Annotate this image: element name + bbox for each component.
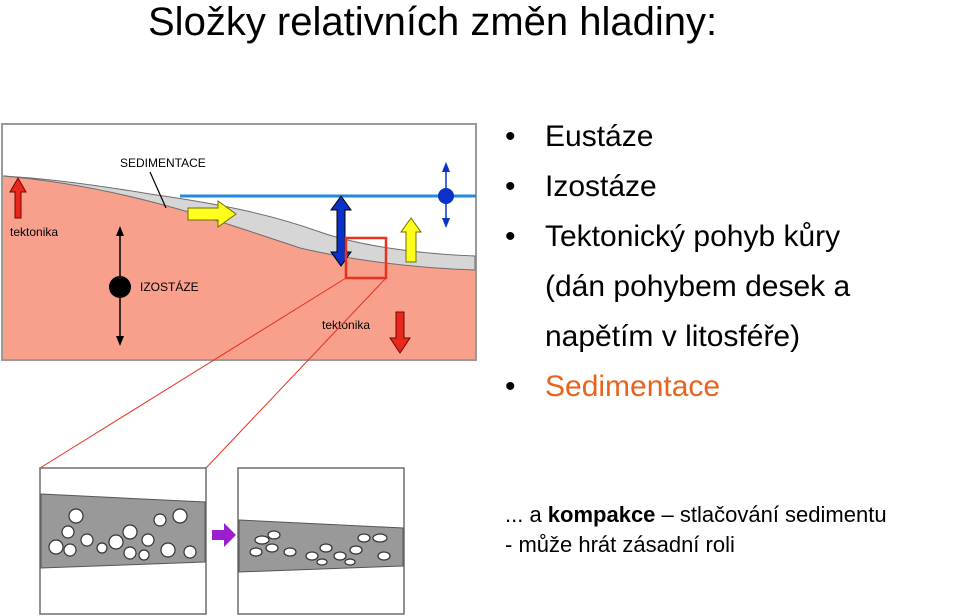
eustaze-ball-icon (438, 188, 454, 204)
red-down-arrow-icon (389, 311, 411, 354)
label-tektonika-left: tektonika (10, 225, 58, 239)
izostaze-ball-icon (109, 276, 131, 298)
yellow-up-arrow-icon (400, 217, 422, 263)
purple-right-arrow-icon (212, 523, 236, 547)
zoom-line-right (205, 277, 387, 469)
crust-region (3, 176, 475, 359)
label-sedimentace: SEDIMENTACE (120, 156, 206, 170)
note-prefix: ... a (505, 502, 548, 527)
bullet-item: Izostáze (505, 162, 850, 212)
bullet-item: Tektonický pohyb kůry (505, 212, 850, 262)
bullet-item-highlighted: Sedimentace (505, 362, 850, 412)
yellow-right-arrow-icon (187, 200, 237, 228)
label-izostaze: IZOSTÁZE (140, 279, 199, 294)
note-line-1: ... a kompakce – stlačování sedimentu (505, 500, 887, 530)
blue-double-arrow-icon (330, 195, 352, 267)
compaction-note: ... a kompakce – stlačování sedimentu - … (505, 500, 887, 560)
note-suffix: – stlačování sedimentu (655, 502, 887, 527)
inset-after-compaction (237, 467, 405, 615)
eustaze-down-head-icon (442, 218, 450, 228)
arrow-down-head-icon (116, 336, 124, 346)
arrow-up-head-icon (116, 226, 124, 236)
bullet-item: Eustáze (505, 112, 850, 162)
bullet-list: Eustáze Izostáze Tektonický pohyb kůry (… (505, 112, 850, 412)
label-tektonika-right: tektonika (322, 318, 370, 332)
cross-section-diagram: SEDIMENTACE tektonika IZOSTÁZE tektonika (1, 123, 477, 361)
page-title: Složky relativních změn hladiny: (148, 0, 718, 44)
eustaze-up-head-icon (442, 162, 450, 172)
note-line-2: - může hrát zásadní roli (505, 532, 735, 557)
inset-before-compaction (39, 467, 207, 615)
highlight-box (344, 236, 388, 280)
note-keyword: kompakce (547, 502, 656, 527)
bullet-continuation: napětím v litosféře) (545, 320, 801, 353)
sedimentace-pointer (149, 171, 167, 209)
red-up-arrow-icon (9, 176, 27, 219)
bullet-continuation: (dán pohybem desek a (545, 270, 851, 303)
zoom-line-left (39, 277, 347, 469)
